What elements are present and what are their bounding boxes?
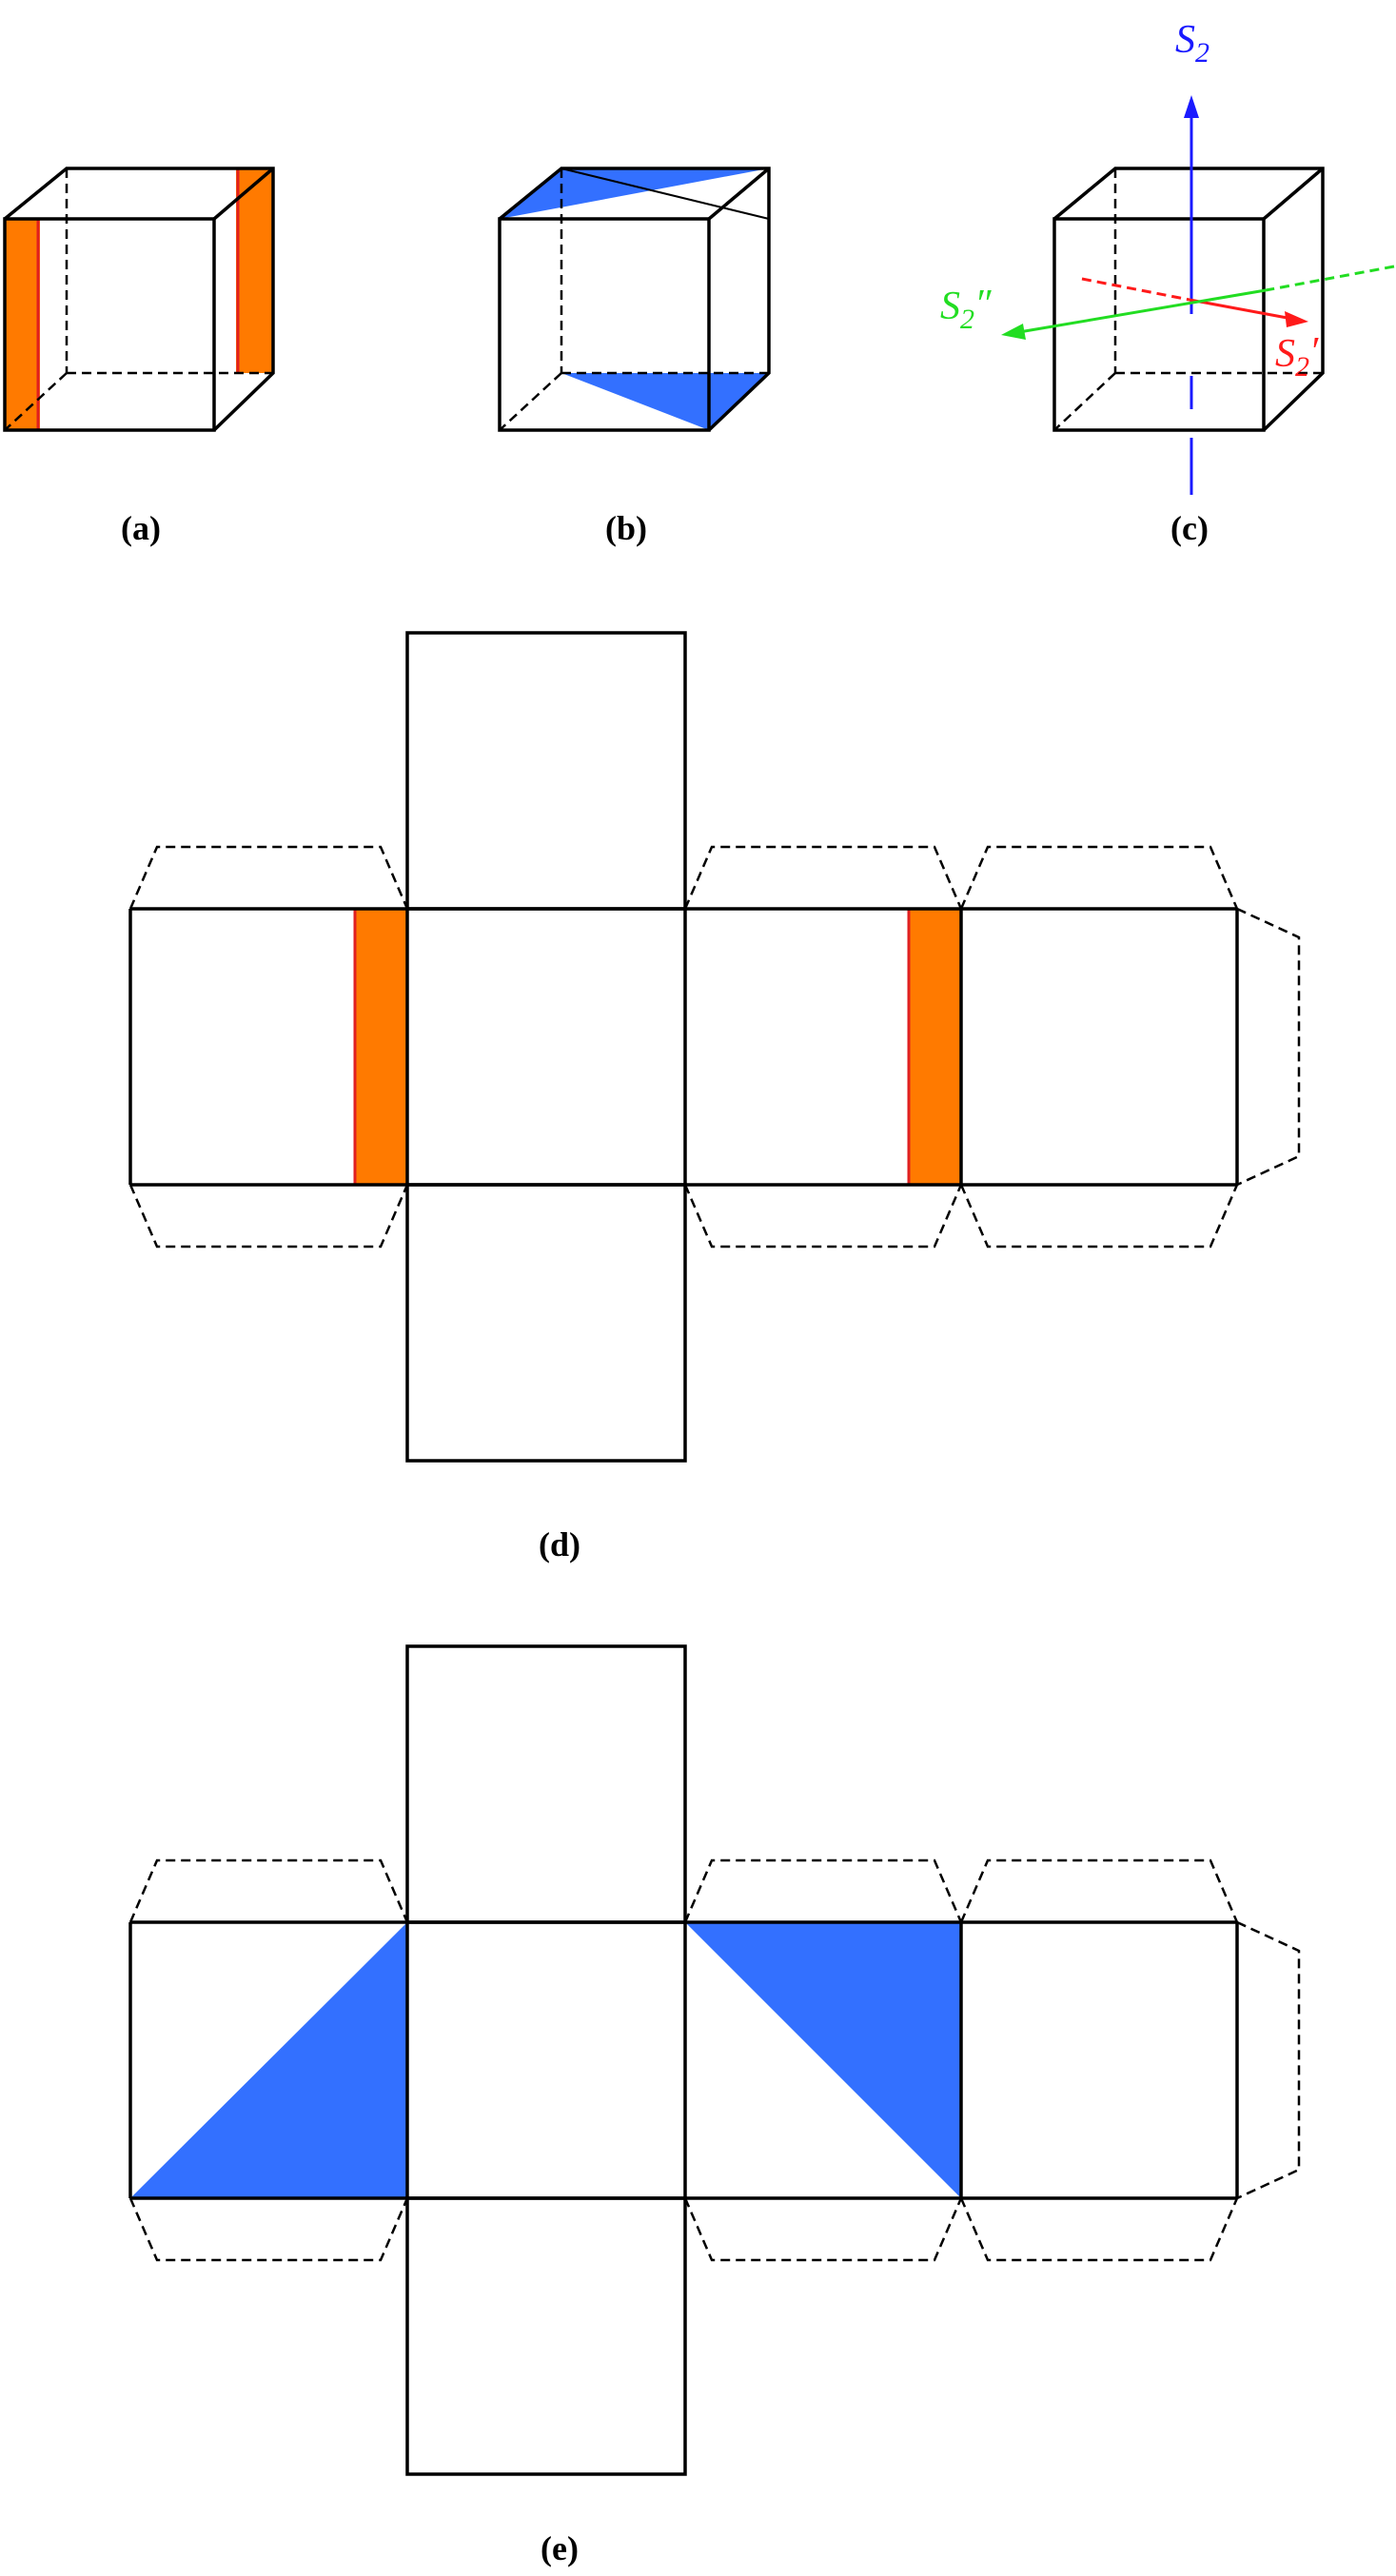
cube-c xyxy=(1052,167,1325,432)
label-a: (a) xyxy=(121,509,161,547)
net-e xyxy=(128,1644,1301,2476)
orange-strip-1 xyxy=(355,909,407,1185)
label-s2-prime: S2′ xyxy=(1275,330,1319,383)
face-top xyxy=(405,1644,687,1924)
net-d xyxy=(128,631,1301,1463)
blue-triangle-top xyxy=(500,168,769,219)
face-bottom xyxy=(405,2196,687,2476)
orange-strip-2 xyxy=(909,909,961,1185)
axis-s2-prime xyxy=(1081,277,1308,327)
label-s2-double-prime: S2″ xyxy=(940,283,992,335)
label-s2: S2 xyxy=(1175,18,1209,69)
face-top xyxy=(405,631,687,911)
blue-triangle-1 xyxy=(130,1922,407,2198)
blue-triangle-bottom xyxy=(561,373,769,430)
axis-s2 xyxy=(1184,95,1199,495)
orange-strip-front xyxy=(5,219,40,430)
label-b: (b) xyxy=(605,509,647,547)
face-bottom xyxy=(405,1183,687,1463)
cube-b xyxy=(498,167,771,432)
axis-s2-double-prime xyxy=(1001,265,1395,340)
orange-strip-back xyxy=(236,168,273,373)
cube-a xyxy=(3,167,275,432)
label-c: (c) xyxy=(1170,509,1209,547)
blue-triangle-2 xyxy=(685,1922,961,2198)
label-e: (e) xyxy=(541,2529,579,2567)
label-d: (d) xyxy=(539,1525,580,1563)
